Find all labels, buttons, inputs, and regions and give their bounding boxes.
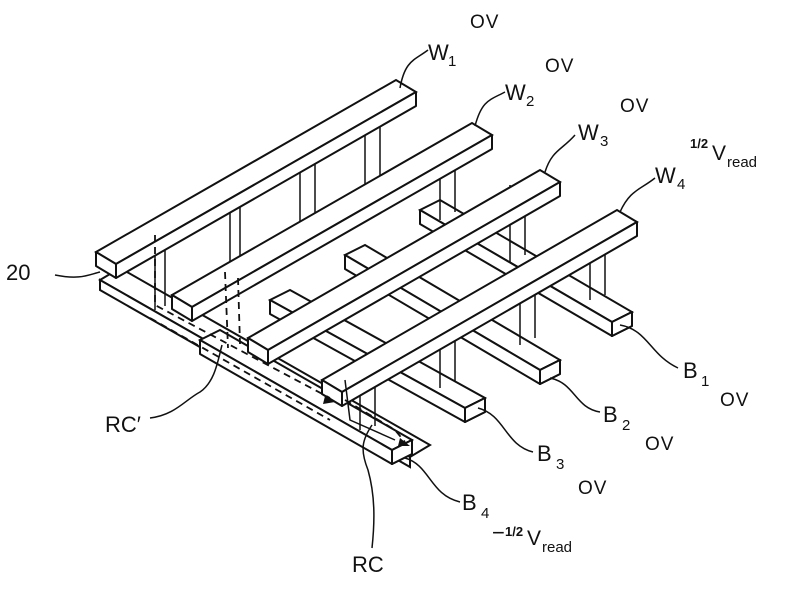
svg-text:B: B: [683, 358, 698, 383]
word-line-1: [94, 78, 418, 279]
svg-text:read: read: [542, 539, 572, 556]
svg-text:W: W: [428, 40, 449, 65]
svg-text:1: 1: [701, 373, 709, 390]
svg-text:V: V: [712, 142, 726, 165]
svg-text:B: B: [537, 441, 552, 466]
word-lines: [94, 78, 639, 407]
svg-text:W: W: [578, 120, 599, 145]
bit-line-label-3: B 3 OV: [537, 441, 607, 499]
bit-line-label-4: B 4 − 1/2 V read: [462, 490, 572, 556]
svg-text:1/2: 1/2: [690, 136, 708, 151]
word-line-2: [170, 121, 494, 322]
svg-text:OV: OV: [578, 478, 607, 499]
reference-20-label: 20: [6, 260, 30, 285]
leader-lines: [54, 49, 679, 549]
svg-text:OV: OV: [620, 96, 649, 117]
svg-text:4: 4: [481, 505, 489, 522]
svg-text:4: 4: [677, 176, 685, 193]
svg-text:2: 2: [526, 93, 534, 110]
bit-line-label-1: B 1 OV: [683, 358, 749, 411]
svg-text:3: 3: [600, 133, 608, 150]
word-line-label-1: W 1 OV: [428, 12, 499, 70]
svg-text:V: V: [527, 527, 541, 550]
word-line-3: [246, 168, 562, 365]
svg-text:OV: OV: [645, 434, 674, 455]
svg-text:W: W: [655, 163, 676, 188]
svg-text:W: W: [505, 80, 526, 105]
svg-text:OV: OV: [470, 12, 499, 33]
svg-text:2: 2: [622, 417, 630, 434]
svg-text:3: 3: [556, 456, 564, 473]
svg-text:B: B: [603, 402, 618, 427]
word-line-4: [320, 208, 639, 407]
word-line-label-2: W 2 OV: [505, 56, 574, 110]
word-line-label-3: W 3 OV: [578, 96, 649, 150]
svg-text:read: read: [727, 154, 757, 171]
word-line-label-4: W 4 1/2 V read: [655, 136, 757, 193]
bit-line-label-2: B 2 OV: [603, 402, 674, 455]
svg-text:B: B: [462, 490, 477, 515]
svg-text:1/2: 1/2: [505, 524, 523, 539]
svg-text:1: 1: [448, 53, 456, 70]
svg-text:OV: OV: [720, 390, 749, 411]
svg-text:−: −: [492, 520, 505, 545]
rc-prime-label: RC′: [105, 412, 141, 437]
svg-text:OV: OV: [545, 56, 574, 77]
read-current-paths: [149, 235, 410, 446]
rc-label: RC: [352, 552, 384, 577]
